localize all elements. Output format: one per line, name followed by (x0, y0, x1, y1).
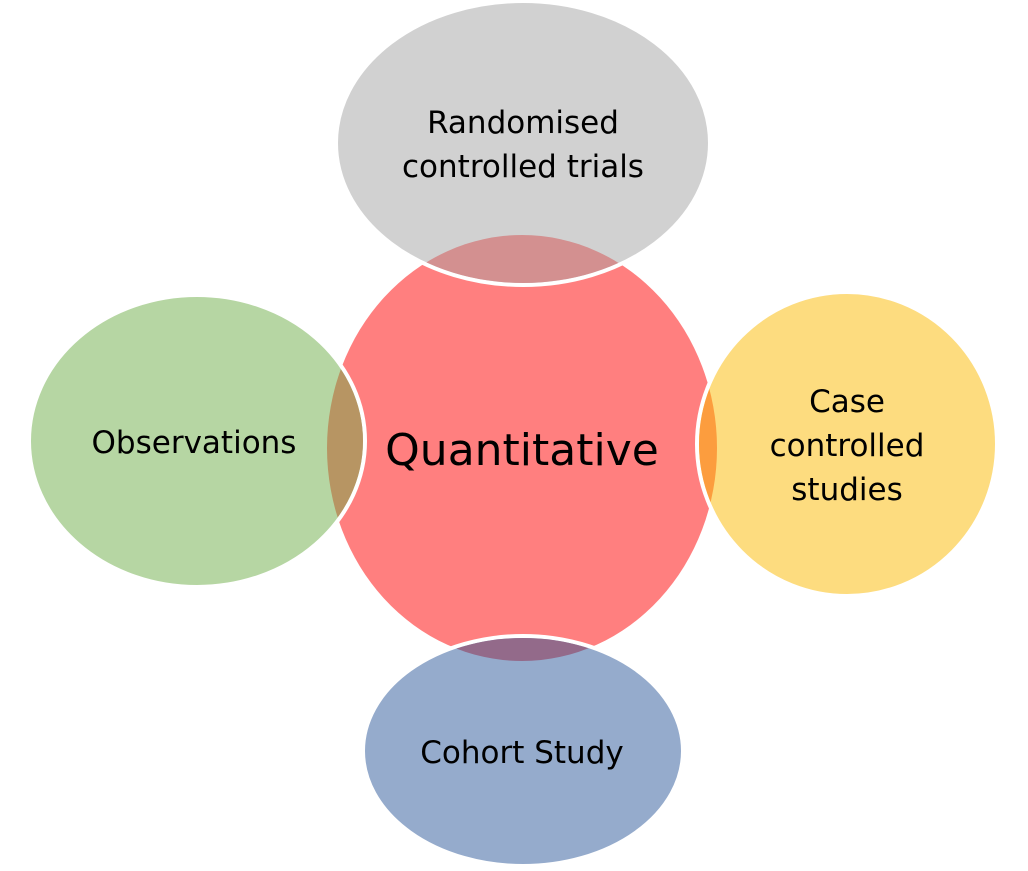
node-left-label: Observations (92, 425, 297, 461)
node-top (334, 0, 712, 287)
node-bottom-ellipse (361, 634, 685, 868)
node-right (695, 290, 999, 598)
node-right-label-line-2: controlled (770, 428, 925, 464)
node-right-ellipse (695, 290, 999, 598)
node-left (27, 293, 367, 589)
center-circle-quantitative (327, 235, 717, 661)
node-right-label-line-1: Case (809, 384, 885, 420)
node-bottom (361, 634, 685, 868)
node-left-ellipse (27, 293, 367, 589)
node-bottom-label: Cohort Study (420, 735, 623, 771)
node-top-label-line-2: controlled trials (402, 149, 644, 185)
node-top-ellipse (334, 0, 712, 287)
node-top-label-line-1: Randomised (427, 105, 619, 141)
node-right-label-line-3: studies (791, 472, 902, 508)
center-label: Quantitative (385, 425, 659, 476)
